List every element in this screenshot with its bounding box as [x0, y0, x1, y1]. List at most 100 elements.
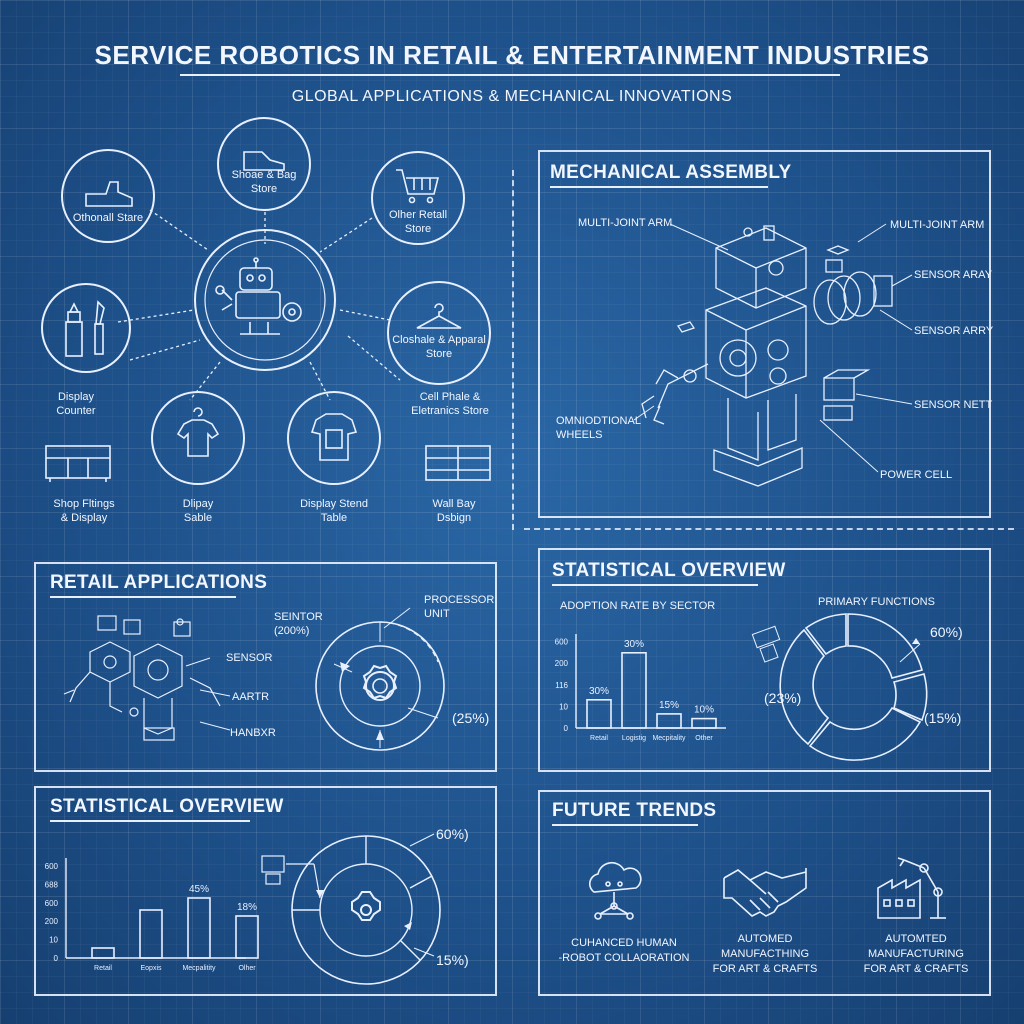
x-category-label: Mecpalitity	[182, 965, 216, 972]
retail-aartr-label: AARTR	[232, 691, 270, 703]
bar	[621, 651, 647, 729]
x-category-label: Mecpitality	[652, 735, 686, 742]
horizontal-divider	[524, 528, 1014, 530]
stats-left-pct-15: 15%)	[436, 952, 469, 968]
hub-center-circle	[194, 229, 336, 371]
vertical-divider	[512, 170, 514, 530]
y-tick-label: 200	[555, 659, 569, 668]
bar-data-label: 30%	[624, 639, 644, 650]
cosmetics-icon	[65, 300, 105, 357]
primary-functions-donut	[751, 613, 928, 761]
bar	[187, 897, 211, 959]
x-category-label: Other	[695, 735, 713, 742]
node-clothes-apparel-store[interactable]	[386, 280, 492, 386]
retail-applications-panel	[34, 562, 497, 772]
bar-data-label: 10%	[694, 705, 714, 716]
primary-functions-title: PRIMARY FUNCTIONS	[818, 596, 935, 608]
x-category-label: Olher	[238, 965, 256, 972]
bar	[586, 699, 612, 729]
y-tick-label: 600	[45, 899, 59, 908]
display-counter-label: Display Counter	[56, 391, 96, 417]
display-stand-label: Display Stend Table	[300, 498, 368, 524]
x-category-label: Eopxis	[140, 965, 162, 972]
hanger-icon	[416, 303, 462, 329]
bar-data-label: 18%	[237, 902, 257, 913]
node-shoe-bag-store[interactable]	[216, 116, 312, 212]
adoption-bar-chart: 0 10 116 200 600 30% Retail 30% Logistig 15% Mecpi…	[555, 634, 726, 742]
retail-robot-drawing	[63, 607, 445, 751]
wheels-label: OMNIODTIONAL WHEELS	[556, 415, 641, 441]
retail-applications-title: RETAIL APPLICATIONS	[50, 572, 268, 593]
y-tick-label: 10	[49, 936, 58, 945]
shoe-icon	[243, 151, 285, 171]
y-tick-label: 0	[564, 724, 569, 733]
page-subtitle: GLOBAL APPLICATIONS & MECHANICAL INNOVAT…	[291, 88, 733, 105]
factory-robot-icon	[877, 857, 946, 919]
shirt-icon	[176, 407, 220, 457]
retail-hanbxr-label: HANBXR	[230, 727, 276, 739]
stats-right-title: STATISTICAL OVERVIEW	[552, 560, 786, 581]
retail-pct-label: (25%)	[452, 710, 490, 726]
donut-segment-60	[847, 613, 923, 679]
node-shirt[interactable]	[150, 390, 246, 486]
robot-hub-icon	[215, 257, 302, 335]
node-tshirt[interactable]	[286, 390, 382, 486]
sensor-array-label-2: SENSOR ARRY	[914, 325, 994, 337]
stats-left-title: STATISTICAL OVERVIEW	[50, 796, 284, 817]
mechanical-assembly-panel	[538, 150, 991, 518]
node-othonall-label: Othonall Stare	[72, 212, 144, 224]
wall-bay-shelf-icon	[425, 445, 491, 481]
bar	[91, 947, 115, 959]
stats-left-donut	[261, 833, 441, 985]
shoe-icon	[85, 181, 133, 207]
node-othonall-store[interactable]	[60, 148, 156, 244]
cloud-network-icon	[589, 861, 642, 920]
bar	[691, 717, 717, 729]
future-item-2-label: AUTOMED MANUFACTHING FOR ART & CRAFTS	[712, 933, 818, 975]
page-title: SERVICE ROBOTICS IN RETAIL & ENTERTAINME…	[94, 40, 930, 70]
x-category-label: Retail	[590, 735, 608, 742]
stats-right-panel	[538, 548, 991, 772]
stats-left-pct-60: 60%)	[436, 826, 469, 842]
bar	[235, 915, 259, 959]
power-cell-label: POWER CELL	[880, 469, 953, 481]
display-sable-label: Dlipay Sable	[182, 498, 214, 524]
mechanical-assembly-title: MECHANICAL ASSEMBLY	[550, 162, 792, 183]
title-underline	[180, 74, 840, 76]
adoption-chart-title: ADOPTION RATE BY SECTOR	[560, 600, 716, 612]
cell-phone-store-label: Cell Phale & Eletranics Store	[411, 391, 489, 417]
handshake-icon	[723, 868, 807, 917]
x-category-label: Retail	[94, 965, 112, 972]
bar-data-label: 30%	[589, 686, 609, 697]
stats-right-pct-23: (23%)	[764, 690, 802, 706]
y-tick-label: 10	[559, 702, 568, 711]
sensor-array-label-1: SENSOR ARAY	[914, 269, 993, 281]
x-category-label: Logistig	[622, 735, 646, 742]
y-tick-label: 600	[555, 638, 569, 647]
y-tick-label: 200	[45, 917, 59, 926]
future-trends-title: FUTURE TRENDS	[552, 800, 717, 821]
counter-shelf-icon	[45, 445, 111, 482]
stats-right-pct-60: 60%)	[930, 624, 963, 640]
bar	[656, 713, 682, 729]
node-other-retail-store[interactable]	[370, 150, 466, 246]
arm-right-label: MULTI-JOINT ARM	[890, 219, 985, 231]
retail-processor-label: PROCESSOR UNIT	[424, 594, 495, 620]
bar-data-label: 15%	[659, 700, 679, 711]
bar-data-label: 45%	[189, 884, 209, 895]
y-tick-label: 116	[555, 681, 568, 690]
node-clothes-apparel-label: Closhale & Apparal Store	[392, 334, 486, 360]
tshirt-icon	[310, 413, 358, 461]
node-cosmetics[interactable]	[40, 282, 132, 374]
future-trends-panel	[538, 790, 991, 996]
hub-diagram	[117, 209, 401, 401]
y-tick-label: 600	[45, 862, 59, 871]
stats-left-panel	[34, 786, 497, 996]
stats-right-pct-15: (15%)	[924, 710, 962, 726]
arm-left-label: MULTI-JOINT ARM	[578, 217, 673, 229]
retail-seintor-label: SEINTOR (200%)	[274, 611, 323, 637]
retail-sensor-label: SENSOR	[226, 652, 273, 664]
robot-exploded-drawing	[633, 223, 913, 487]
future-item-1-label: CUHANCED HUMAN -ROBOT COLLAORATION	[558, 937, 690, 964]
